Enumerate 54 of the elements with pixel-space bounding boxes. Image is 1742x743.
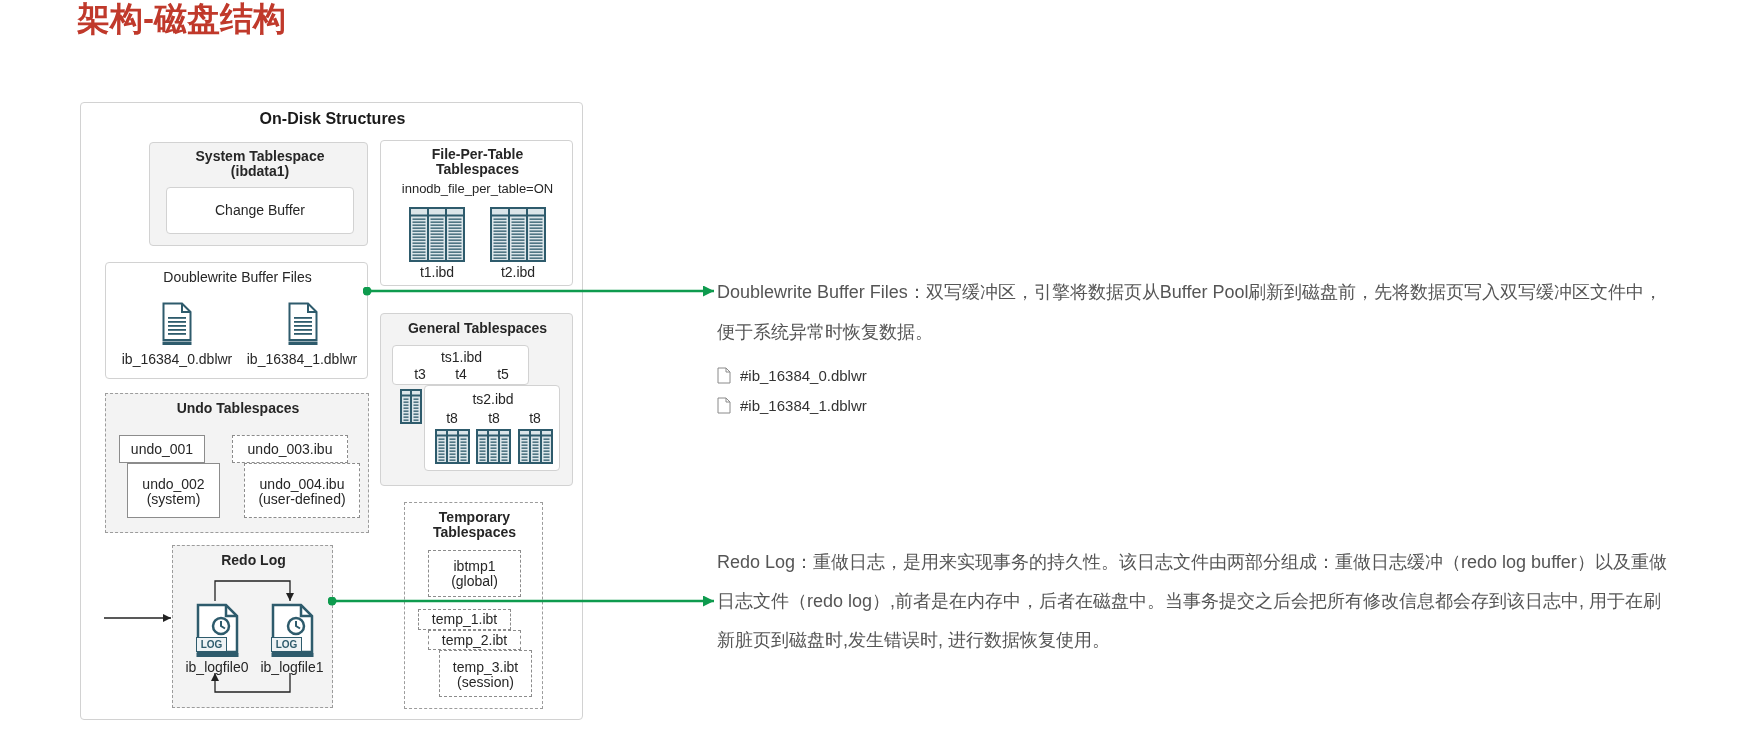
file-card: undo_004.ibu (user-defined) [244, 463, 360, 518]
file-name: ib_16384_1.dblwr [245, 352, 359, 367]
file-type-tag: LOG [271, 637, 302, 652]
file-name: ts1.ibd [439, 350, 484, 365]
panel-title: Redo Log [220, 553, 287, 568]
file-name: ib_16384_0.dblwr [120, 352, 234, 367]
component-box: Change Buffer [166, 187, 354, 234]
panel-title: File-Per-Table Tablespaces [430, 147, 525, 177]
section-panel [380, 140, 573, 286]
setting-text: innodb_file_per_table=ON [400, 181, 555, 196]
arrow [214, 580, 294, 602]
file-card: temp_1.ibt [418, 609, 511, 630]
section-panel [172, 545, 333, 708]
file-card: temp_3.ibt (session) [439, 650, 532, 697]
file-name: ts2.ibd [471, 392, 515, 407]
section-panel [105, 393, 369, 533]
file-card: undo_003.ibu [232, 435, 348, 463]
panel-title: System Tablespace (ibdata1) [194, 149, 326, 179]
file-name: ib_logfile0 [184, 660, 250, 675]
file-name: t2.ibd [499, 265, 537, 280]
file-name: #ib_16384_1.dblwr [740, 396, 867, 415]
file-card [424, 385, 560, 471]
section-panel [80, 102, 583, 720]
table-name: t5 [496, 367, 510, 382]
panel-title: General Tablespaces [406, 321, 548, 336]
leader-line [327, 595, 714, 607]
table-name: t4 [454, 367, 468, 382]
file-type-tag: LOG [196, 637, 227, 652]
file-name: t1.ibd [418, 265, 456, 280]
section-panel [105, 262, 368, 379]
file-card: undo_001 [119, 435, 205, 463]
file-name: #ib_16384_0.dblwr [740, 366, 867, 385]
panel-title: Doublewrite Buffer Files [162, 270, 313, 285]
panel-title: Undo Tablespaces [175, 401, 301, 416]
note-paragraph: Redo Log：重做日志，是用来实现事务的持久性。该日志文件由两部分组成：重做日志缓冲（redo log buffer）以及重做日志文件（redo log）,前者是在内存中，后者在磁盘中。当事务提交之后会把所有修改信息都会存到该日志中, 用于在刷新脏页到磁盘时,发生错误时, 进行数据恢复使用。 [717, 543, 1677, 660]
section-panel [149, 142, 368, 246]
arrow [103, 614, 172, 622]
table-name: t8 [487, 411, 501, 426]
table-name: t8 [528, 411, 542, 426]
page-title: 架构-磁盘结构 [77, 0, 286, 38]
panel-title: Temporary Tablespaces [432, 510, 517, 540]
table-name: t8 [445, 411, 459, 426]
file-card [392, 345, 529, 385]
file-card: temp_2.ibt [428, 630, 521, 650]
panel-title: On-Disk Structures [258, 109, 407, 129]
section-panel [380, 313, 573, 486]
leader-line [362, 285, 714, 297]
note-paragraph: Doublewrite Buffer Files：双写缓冲区，引擎将数据页从Buffer Pool刷新到磁盘前，先将数据页写入双写缓冲区文件中，便于系统异常时恢复数据。 [717, 272, 1677, 352]
table-name: t3 [413, 367, 427, 382]
file-name: ib_logfile1 [259, 660, 325, 675]
section-panel [404, 502, 543, 709]
arrow [211, 672, 291, 693]
file-card: undo_002 (system) [127, 463, 220, 518]
file-card: ibtmp1 (global) [428, 550, 521, 597]
